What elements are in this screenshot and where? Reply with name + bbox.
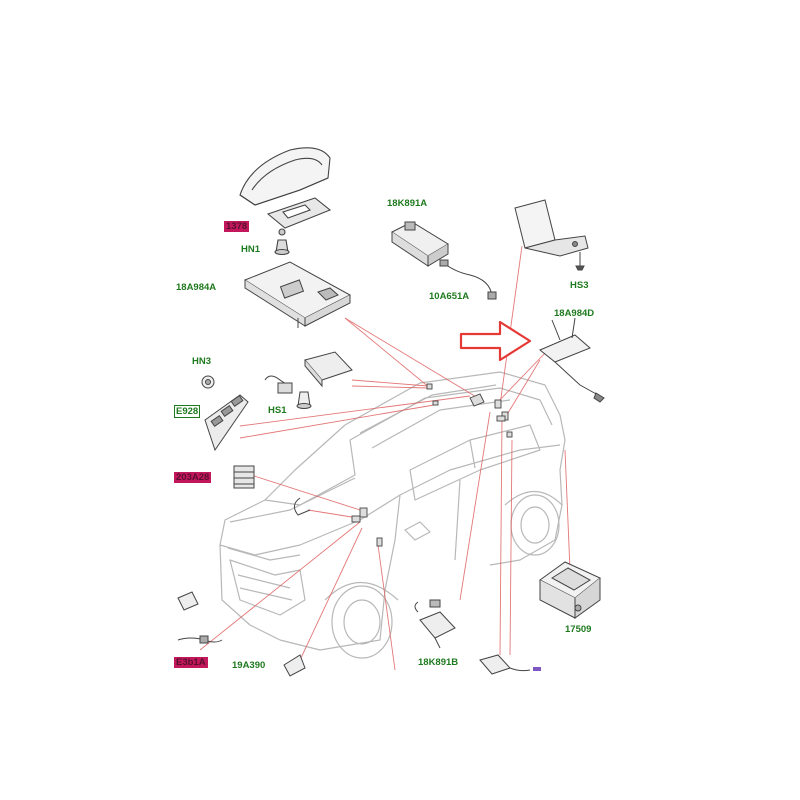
label-17509: 17509 (565, 624, 592, 635)
label-1378: 1378 (224, 221, 250, 232)
shark-fin-antenna (239, 147, 332, 256)
vehicle-outline (219, 371, 566, 659)
bracket-upper-right (514, 199, 589, 271)
label-hn3: HN3 (192, 356, 212, 367)
unit-18k891b (414, 599, 456, 649)
roof-components (351, 383, 513, 547)
label-hs3: HS3 (570, 280, 589, 291)
unit-18k891a (391, 221, 497, 300)
fasteners-left (201, 351, 353, 409)
label-10a651a: 10A651A (429, 291, 470, 302)
label-hn1: HN1 (241, 244, 261, 255)
connector-203a28 (233, 465, 311, 516)
red-arrow-icon (459, 320, 532, 362)
module-18a984d (539, 317, 605, 403)
parts-bottom-left (177, 591, 531, 675)
label-e928: E928 (174, 405, 201, 418)
label-18a984d: 18A984D (554, 308, 595, 319)
label-hs1: HS1 (268, 405, 287, 416)
label-18k891a: 18K891A (387, 198, 428, 209)
module-17509 (539, 561, 601, 619)
label-19a390: 19A390 (232, 660, 266, 671)
label-e3b1a: E3b1A (174, 657, 208, 668)
module-18a984a (243, 261, 352, 328)
label-18k891b: 18K891B (418, 657, 459, 668)
switch-pack-e928 (204, 394, 249, 452)
legend-marker (533, 667, 541, 671)
leader-lines (199, 245, 571, 671)
label-203a28: 203A28 (174, 472, 212, 483)
part-19a390 (283, 654, 306, 677)
label-18a984a: 18A984A (176, 282, 217, 293)
